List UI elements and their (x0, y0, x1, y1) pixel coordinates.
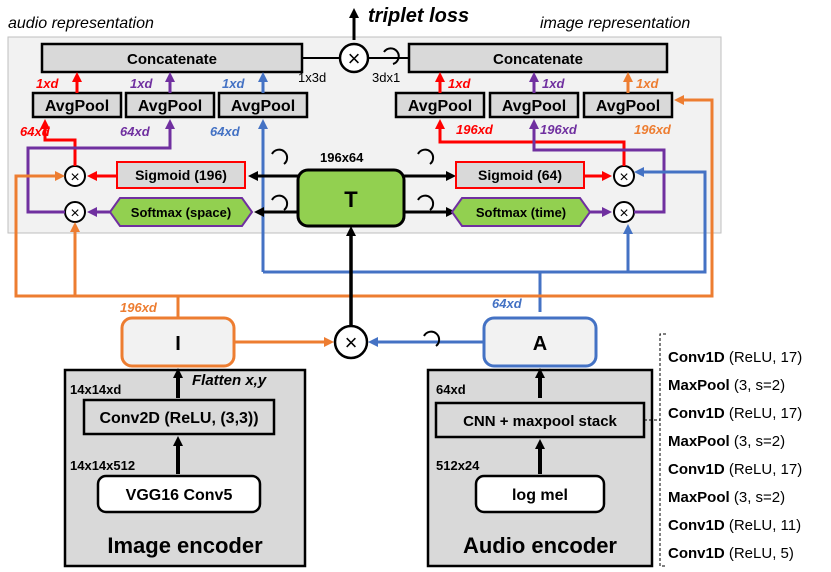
dim-196x64: 196x64 (320, 150, 364, 165)
svg-text:AvgPool: AvgPool (596, 98, 660, 115)
stack-layer-8: Conv1D (ReLU, 5) (668, 545, 794, 562)
svg-text:14x14x512: 14x14x512 (70, 458, 135, 473)
stack-layer-name: MaxPool (668, 433, 730, 450)
svg-text:Sigmoid (196): Sigmoid (196) (135, 167, 227, 183)
svg-text:AvgPool: AvgPool (45, 98, 109, 115)
svg-text:1xd: 1xd (542, 76, 565, 91)
svg-text:64xd: 64xd (436, 382, 466, 397)
audio-encoder-title: Audio encoder (463, 533, 617, 558)
image-encoder-title: Image encoder (107, 533, 263, 558)
image-representation-label: image representation (540, 15, 690, 32)
svg-text:log mel: log mel (512, 487, 568, 504)
svg-text:VGG16 Conv5: VGG16 Conv5 (126, 487, 233, 504)
triplet-loss-label: triplet loss (368, 5, 469, 27)
dim-1x3d: 1x3d (298, 70, 326, 85)
svg-text:196xd: 196xd (456, 122, 494, 137)
svg-text:64xd: 64xd (210, 124, 241, 139)
vgg-box (96, 474, 262, 514)
svg-text:1xd: 1xd (636, 76, 659, 91)
softmax-axis-arrow-icon (271, 148, 289, 165)
svg-text:I: I (175, 333, 181, 355)
svg-text:1xd: 1xd (222, 76, 245, 91)
stack-layer-args: (3, s=2) (730, 489, 785, 506)
svg-text:512x24: 512x24 (436, 458, 480, 473)
svg-text:Sigmoid (64): Sigmoid (64) (478, 167, 562, 183)
stack-layer-7: Conv1D (ReLU, 11) (668, 517, 801, 534)
svg-text:AvgPool: AvgPool (231, 98, 295, 115)
avgpool-audio-1 (31, 91, 123, 119)
svg-text:Softmax (space): Softmax (space) (131, 205, 231, 220)
svg-text:×: × (619, 169, 628, 186)
image-concatenate-label: Concatenate (493, 51, 583, 68)
avgpool-image-1 (394, 91, 486, 119)
log-mel-box (474, 474, 606, 514)
svg-text:Flatten x,y: Flatten x,y (192, 372, 267, 389)
svg-text:×: × (70, 169, 79, 186)
softmax-axis-arrow-icon-2 (417, 194, 435, 211)
avgpool-audio-2 (124, 91, 216, 119)
stack-layer-5: Conv1D (ReLU, 17) (668, 461, 802, 478)
svg-text:A: A (533, 333, 547, 355)
svg-text:196xd: 196xd (540, 122, 578, 137)
stack-layer-3: Conv1D (ReLU, 17) (668, 405, 802, 422)
svg-text:1xd: 1xd (448, 76, 471, 91)
stack-layer-args: (ReLU, 5) (725, 545, 794, 562)
stack-layer-name: MaxPool (668, 377, 730, 394)
svg-text:×: × (70, 205, 79, 222)
stack-layer-name: Conv1D (668, 517, 725, 534)
svg-text:Softmax (time): Softmax (time) (476, 205, 566, 220)
stack-layer-args: (3, s=2) (730, 377, 785, 394)
stack-layer-name: Conv1D (668, 461, 725, 478)
audio-concatenate-box (40, 42, 304, 74)
stack-layer-name: Conv1D (668, 349, 725, 366)
stack-bracket (659, 333, 666, 567)
similarity-multiply-icon (338, 42, 370, 74)
conv2d-box (82, 398, 276, 436)
svg-text:14x14xd: 14x14xd (70, 382, 121, 397)
stack-layer-name: MaxPool (668, 489, 730, 506)
svg-text:Conv2D (ReLU, (3,3)): Conv2D (ReLU, (3,3)) (99, 410, 258, 427)
svg-text:64xd: 64xd (120, 124, 151, 139)
cnn-stack-list: Conv1D (ReLU, 17) MaxPool (3, s=2) Conv1D … (668, 349, 802, 562)
svg-text:64xd: 64xd (20, 124, 51, 139)
audio-representation-label: audio representation (8, 15, 154, 32)
stack-layer-args: (ReLU, 17) (725, 461, 803, 478)
stack-layer-args: (ReLU, 17) (725, 405, 803, 422)
stack-layer-args: (ReLU, 11) (725, 517, 801, 534)
stack-layer-name: Conv1D (668, 545, 725, 562)
dim-64xd-a: 64xd (492, 296, 523, 311)
stack-layer-name: Conv1D (668, 405, 725, 422)
transpose-arrow-icon-bottom (423, 330, 441, 347)
stack-layer-6: MaxPool (3, s=2) (668, 489, 785, 506)
svg-text:196xd: 196xd (634, 122, 672, 137)
stack-layer-1: Conv1D (ReLU, 17) (668, 349, 802, 366)
softmax-time-box (450, 197, 592, 227)
svg-text:1xd: 1xd (36, 76, 59, 91)
sigmoid-axis-arrow-icon (271, 194, 289, 211)
stack-layer-2: MaxPool (3, s=2) (668, 377, 785, 394)
stack-layer-args: (3, s=2) (730, 433, 785, 450)
dim-3dx1: 3dx1 (372, 70, 400, 85)
transpose-arrow-icon (383, 47, 400, 65)
avgpool-image-3 (582, 91, 674, 119)
t-label: T (344, 187, 358, 212)
stack-layer-args: (ReLU, 17) (725, 349, 803, 366)
svg-text:×: × (345, 330, 358, 355)
audio-concatenate-label: Concatenate (127, 51, 217, 68)
multiply-symbol: × (348, 46, 361, 71)
sigmoid-64-box (455, 161, 585, 189)
stack-layer-4: MaxPool (3, s=2) (668, 433, 785, 450)
svg-text:AvgPool: AvgPool (408, 98, 472, 115)
svg-text:AvgPool: AvgPool (502, 98, 566, 115)
dim-196xd-i: 196xd (120, 300, 158, 315)
svg-text:×: × (619, 205, 628, 222)
sigmoid-axis-arrow-icon-2 (417, 148, 435, 165)
svg-text:CNN + maxpool stack: CNN + maxpool stack (463, 413, 617, 430)
matmul-multiply-icon (333, 324, 369, 360)
svg-text:1xd: 1xd (130, 76, 153, 91)
svg-text:AvgPool: AvgPool (138, 98, 202, 115)
